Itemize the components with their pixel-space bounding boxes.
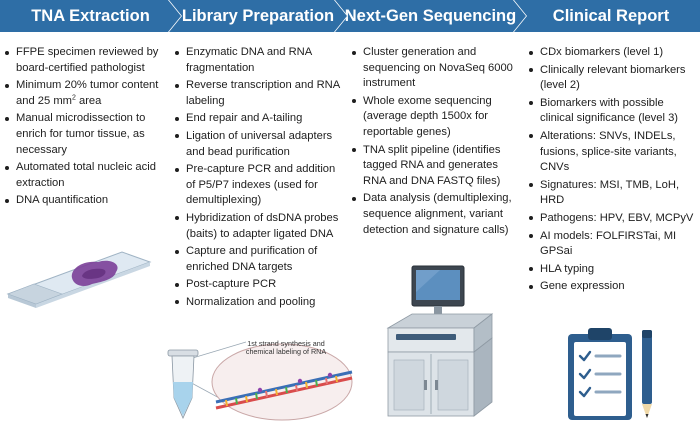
list-item: Capture and purification of enriched DNA… <box>175 244 341 275</box>
list-item: TNA split pipeline (identifies tagged RN… <box>352 143 522 190</box>
list-item: Post-capture PCR <box>175 277 341 293</box>
list-item: FFPE specimen reviewed by board-certifie… <box>5 45 177 76</box>
list-item: Cluster generation and sequencing on Nov… <box>352 45 522 92</box>
clipboard-icon <box>568 328 652 420</box>
list-item: Ligation of universal adapters and bead … <box>175 129 341 160</box>
list-item: Gene expression <box>529 279 695 295</box>
list-item: Hybridization of dsDNA probes (baits) to… <box>175 211 341 242</box>
step-banner-tna-extraction: TNA Extraction <box>0 0 181 32</box>
list-item: Pre-capture PCR and addition of P5/P7 in… <box>175 162 341 209</box>
library-preparation-list: Enzymatic DNA and RNA fragmentation Reve… <box>175 45 341 313</box>
list-item: CDx biomarkers (level 1) <box>529 45 695 61</box>
list-item: Biomarkers with possible clinical signif… <box>529 96 695 127</box>
list-item: Automated total nucleic acid extraction <box>5 160 177 191</box>
list-item: Clinically relevant biomarkers (level 2) <box>529 63 695 94</box>
list-item: Whole exome sequencing (average depth 15… <box>352 94 522 141</box>
pen-icon <box>642 330 652 418</box>
step-banner-clinical-report: Clinical Report <box>514 0 700 32</box>
list-item: HLA typing <box>529 262 695 278</box>
rna-strand-icon <box>215 370 353 410</box>
list-item: Data analysis (demultiplexing, sequence … <box>352 191 522 238</box>
list-item: End repair and A-tailing <box>175 111 341 127</box>
list-item: Alterations: SNVs, INDELs, fusions, spli… <box>529 129 695 176</box>
step-banner-library-preparation: Library Preparation <box>169 0 347 32</box>
list-item: Normalization and pooling <box>175 295 341 311</box>
list-item: Pathogens: HPV, EBV, MCPyV <box>529 211 695 227</box>
list-item: Enzymatic DNA and RNA fragmentation <box>175 45 341 76</box>
list-item: Reverse transcription and RNA labeling <box>175 78 341 109</box>
tna-extraction-list: FFPE specimen reviewed by board-certifie… <box>5 45 177 211</box>
bubble-label: 1st strand synthesis and chemical labeli… <box>245 339 327 357</box>
list-item: Minimum 20% tumor content and 25 mm2 are… <box>5 78 177 109</box>
sequencer-icon <box>386 265 494 417</box>
list-item: DNA quantification <box>5 193 177 209</box>
list-item: Manual microdissection to enrich for tum… <box>5 111 177 158</box>
step-banner-next-gen-sequencing: Next-Gen Sequencing <box>335 0 526 32</box>
next-gen-sequencing-list: Cluster generation and sequencing on Nov… <box>352 45 522 240</box>
list-item: AI models: FOLFIRSTai, MI GPSai <box>529 229 695 260</box>
glass-slide-icon <box>6 251 152 308</box>
tube-icon <box>167 341 353 421</box>
list-item: Signatures: MSI, TMB, LoH, HRD <box>529 178 695 209</box>
clinical-report-list: CDx biomarkers (level 1) Clinically rele… <box>529 45 695 297</box>
